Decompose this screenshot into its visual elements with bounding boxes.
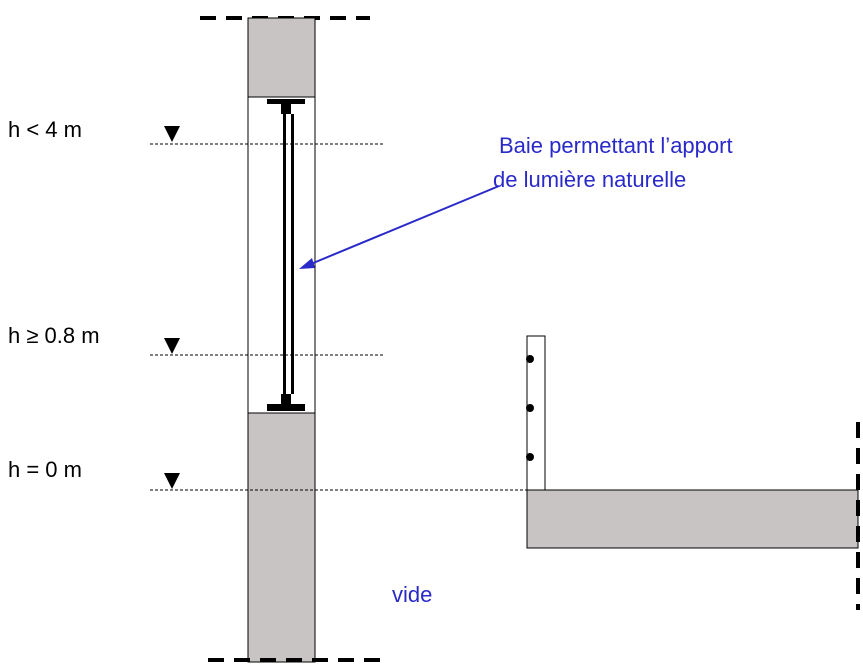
railing-fixing-3 (526, 453, 534, 461)
level-marker-zero (164, 473, 180, 489)
wall-upper (247, 17, 316, 98)
annotation-arrow (299, 185, 500, 269)
floor-slab (526, 489, 859, 549)
level-marker-mid (164, 338, 180, 354)
level-label-mid: h ≥ 0.8 m (8, 323, 100, 348)
annotation-line-2: de lumière naturelle (493, 167, 686, 192)
level-marker-top (164, 126, 180, 142)
railing-fixing-2 (526, 404, 534, 412)
annotation-line-1: Baie permettant l’apport (499, 133, 733, 158)
window-glazing (283, 114, 294, 394)
window-frame-top (267, 99, 305, 114)
window-frame-bottom (267, 394, 305, 411)
level-label-top: h < 4 m (8, 117, 82, 142)
void-label: vide (392, 582, 432, 607)
railing-fixing-1 (526, 355, 534, 363)
level-label-zero: h = 0 m (8, 457, 82, 482)
wall-lower (247, 412, 316, 663)
